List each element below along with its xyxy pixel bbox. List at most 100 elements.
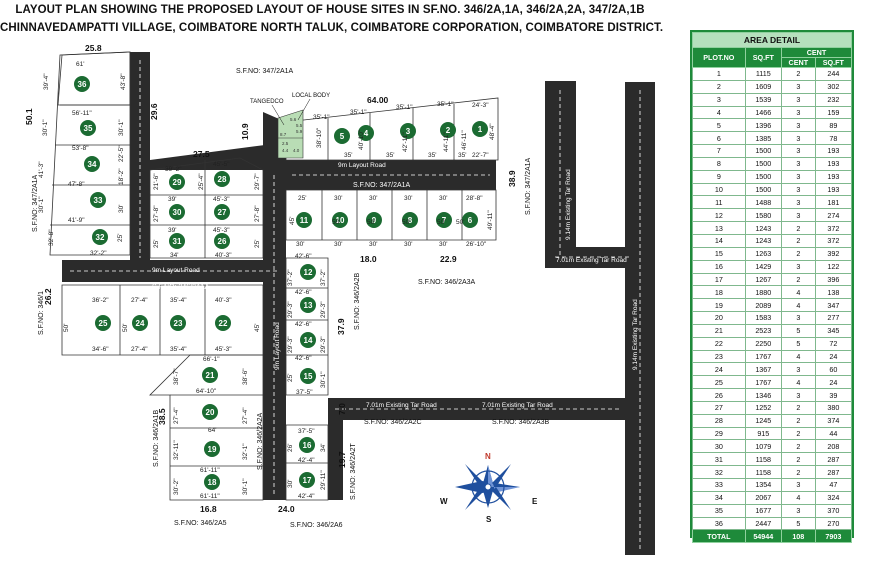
plot-circle-12 — [300, 264, 316, 280]
col-cent: CENT — [780, 57, 816, 68]
dim-p36a: 61' — [76, 61, 84, 68]
plot-number-21: 21 — [206, 371, 215, 380]
plot-number-32: 32 — [96, 233, 105, 242]
compass-w: W — [440, 497, 448, 506]
dim-q8: 30' — [404, 241, 412, 248]
reserved-dim-3: 5.9 — [296, 129, 303, 134]
table-cell: 14 — [692, 233, 746, 248]
table-cell: 3 — [780, 144, 816, 158]
reserved-dim-7: 4.0 — [293, 148, 300, 153]
dim-38-5: 38.5 — [157, 408, 167, 425]
table-cell: 16 — [692, 259, 746, 274]
tangedco-label: TANGEDCO — [250, 99, 284, 105]
dim-38-9: 38.9 — [507, 170, 517, 187]
dim-p36c: 43'-8" — [120, 73, 127, 90]
table-cell: 3 — [780, 388, 816, 402]
dim-p17b: 30' — [287, 480, 294, 488]
plot-circle-20 — [202, 404, 218, 420]
survey-label-7: S.F.NO: 346/2A5 — [174, 520, 227, 527]
dim-q9: 30' — [369, 241, 377, 248]
table-cell: 1267 — [744, 272, 782, 287]
reserved-dim-2: 5.5 — [296, 123, 303, 128]
plot-circle-27 — [214, 204, 230, 220]
road-label-tar-3: 7.01m Existing Tar Road — [556, 257, 627, 264]
table-cell: 44 — [814, 426, 853, 441]
table-cell: 3 — [780, 362, 816, 377]
dim-p31c: 34' — [170, 252, 178, 259]
table-cell: 3 — [780, 259, 816, 274]
col-cent-group: CENT — [780, 47, 853, 58]
table-cell: 4 — [780, 298, 816, 313]
table-cell: 2 — [780, 439, 816, 454]
table-cell: 372 — [814, 221, 853, 235]
plot-number-26: 26 — [218, 237, 227, 246]
dim-p6c: 26'-10" — [466, 241, 487, 248]
road-label-tar-4: 9.14m Existing Tar Road — [565, 169, 572, 240]
plot-number-28: 28 — [218, 175, 227, 184]
dim-p5b: 38'-10" — [316, 127, 323, 148]
dim-p31b: 25' — [153, 240, 160, 248]
col-cent-sqft: SQ.FT — [814, 57, 853, 68]
table-cell: 8 — [692, 156, 746, 171]
dim-p12d: 42'-6" — [295, 289, 312, 296]
reserved-area — [277, 109, 304, 159]
dim-p21a: 66'-1" — [203, 356, 220, 363]
table-cell: 1252 — [744, 400, 782, 415]
dim-p25a: 36'-2" — [92, 297, 109, 304]
dim-p15c: 37'-5" — [296, 389, 313, 396]
table-cell: 29 — [692, 426, 746, 441]
table-cell: 380 — [814, 400, 853, 415]
local-body-label: LOCAL BODY — [292, 93, 330, 99]
table-cell: 22 — [692, 336, 746, 351]
survey-label-6: S.F.NO: 346/2A3B — [492, 419, 550, 426]
plot-circle-16 — [299, 437, 315, 453]
table-cell: 32 — [692, 465, 746, 479]
reserved-dim-5: 2.5 — [282, 141, 289, 146]
table-cell: 1396 — [744, 118, 782, 133]
table-cell: 34 — [692, 490, 746, 505]
survey-label-14: S.F.NO: 347/2A1A — [32, 174, 39, 232]
table-cell: 20 — [692, 311, 746, 325]
table-cell: 4 — [780, 375, 816, 390]
table-cell: 138 — [814, 285, 853, 300]
plot-number-36: 36 — [78, 80, 87, 89]
road-centrelines — [70, 60, 641, 550]
dim-p28b: 29'-7" — [254, 173, 261, 190]
dim-p24b: 50' — [122, 324, 129, 332]
plot-number-15: 15 — [304, 372, 313, 381]
dim-m1: 50' — [332, 219, 340, 226]
plot-circle-18 — [204, 474, 220, 490]
plot-number-17: 17 — [303, 476, 312, 485]
plot-number-30: 30 — [173, 208, 182, 217]
table-cell: 3 — [692, 92, 746, 107]
table-cell: 1 — [692, 67, 746, 81]
road-label-9m-mid: 9m Layout Road — [152, 267, 200, 274]
plot-circle-6 — [462, 212, 478, 228]
table-cell: 244 — [814, 67, 853, 81]
plot-number-circles: 1234567891011121314151617181920212223242… — [74, 76, 488, 490]
dim-p14b: 29'-3" — [320, 336, 327, 353]
dim-p35c: 30'-1" — [118, 119, 125, 136]
table-cell: 1079 — [744, 439, 782, 454]
table-cell: 193 — [814, 144, 853, 158]
reserved-dim-1: 5.6 — [290, 117, 297, 122]
dim-p17c: 42'-4" — [298, 493, 315, 500]
table-cell: 2 — [780, 413, 816, 428]
table-cell: 36 — [692, 516, 746, 531]
dim-p19a: 32'-11" — [173, 440, 180, 460]
table-cell: 1767 — [744, 349, 782, 364]
dim-16-8: 16.8 — [200, 504, 217, 514]
dim-p11b: 45' — [289, 217, 296, 225]
table-cell: 5 — [780, 516, 816, 531]
